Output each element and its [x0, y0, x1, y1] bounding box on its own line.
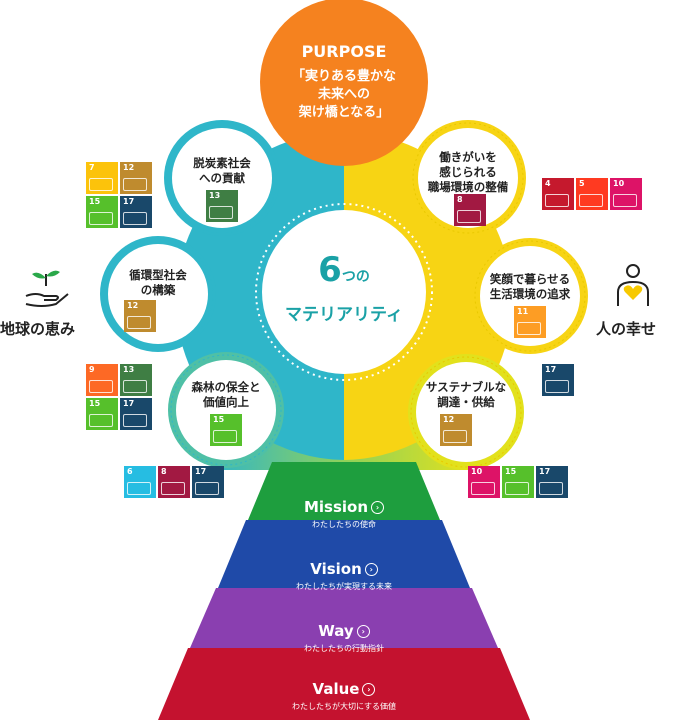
center-heading: 6つの	[264, 250, 424, 290]
hand-sprout-icon	[25, 270, 69, 307]
dotted-arc	[412, 122, 524, 234]
sdg-goal-17-icon: 17	[192, 466, 224, 498]
sdg-goal-icon: 12	[124, 300, 156, 332]
left-theme-label: 地球の恵み	[0, 320, 76, 338]
sdg-goal-6-icon: 6	[124, 466, 156, 498]
sdg-icon-group: 17	[542, 364, 574, 396]
person-heart-icon	[617, 264, 649, 306]
right-theme-label: 人の幸せ	[596, 320, 657, 338]
arrow-right-icon: ›	[371, 501, 385, 514]
sdg-goal-15-icon: 15	[86, 196, 118, 228]
materiality-line: 職場環境の整備	[427, 180, 509, 194]
lower-blend	[210, 400, 478, 470]
materiality-line: 生活環境の追求	[489, 287, 571, 301]
center-disc	[262, 210, 426, 374]
purpose-line: 未来への	[317, 87, 370, 102]
materiality-line: 森林の保全と	[191, 380, 261, 394]
pyramid-way	[190, 588, 498, 648]
sdg-goal-17-icon: 17	[542, 364, 574, 396]
value-subtitle: わたしたちが大切にする価値	[291, 702, 397, 711]
arrow-right-icon: ›	[364, 563, 378, 576]
vision-title[interactable]: Vision›	[0, 560, 688, 578]
value-title-text: Value	[312, 680, 360, 698]
center-suffix: つの	[341, 269, 370, 285]
sdg-goal-17-icon: 17	[536, 466, 568, 498]
materiality-line: サステナブルな	[425, 380, 507, 394]
sdg-goal-icon: 13	[206, 190, 238, 222]
mission-subtitle: わたしたちの使命	[312, 520, 376, 529]
arrow-right-icon: ›	[356, 625, 370, 638]
materiality-label: 森林の保全と 価値向上	[176, 380, 276, 410]
materiality-label: 脱炭素社会 への貢献	[172, 156, 272, 186]
pyramid-vision	[218, 520, 470, 588]
vision-title-text: Vision	[310, 560, 362, 578]
center-word: マテリアリティ	[285, 305, 403, 325]
sdg-goal-8-icon: 8	[158, 466, 190, 498]
dotted-arc	[166, 122, 278, 234]
material-circle-4	[418, 128, 518, 228]
sdg-goal-13-icon: 13	[120, 364, 152, 396]
sdg-goal-15-icon: 15	[86, 398, 118, 430]
materiality-line: 感じられる	[439, 165, 497, 179]
material-circle-6	[416, 362, 516, 462]
way-title[interactable]: Way›	[0, 622, 688, 640]
materiality-label: 循環型社会 の構築	[108, 268, 208, 298]
materiality-line: への貢献	[199, 171, 245, 185]
materiality-line: 脱炭素社会	[193, 156, 251, 170]
materiality-label: サステナブルな 調達・供給	[416, 380, 516, 410]
materiality-line: の構築	[140, 283, 176, 297]
sdg-goal-12-icon: 12	[120, 162, 152, 194]
materiality-line: 循環型社会	[129, 268, 187, 282]
dotted-arc	[410, 356, 522, 468]
way-subtitle: わたしたちの行動指針	[304, 644, 384, 653]
dotted-arc	[170, 354, 282, 466]
dotted-arc	[474, 240, 586, 352]
pyramid-value	[158, 648, 530, 720]
sdg-goal-9-icon: 9	[86, 364, 118, 396]
purpose-line: 「実りある豊かな	[291, 69, 396, 84]
materiality-line: 価値向上	[203, 395, 249, 409]
sdg-goal-icon: 12	[440, 414, 472, 446]
materiality-line: 笑顔で暮らせる	[489, 272, 571, 286]
materiality-label: 笑顔で暮らせる 生活環境の追求	[480, 272, 580, 302]
center-dotted-ring	[255, 203, 433, 381]
purpose-circle	[260, 0, 428, 166]
vision-subtitle: わたしたちが実現する未来	[296, 582, 392, 591]
sdg-goal-4-icon: 4	[542, 178, 574, 210]
sdg-goal-7-icon: 7	[86, 162, 118, 194]
sdg-goal-icon: 11	[514, 306, 546, 338]
sdg-goal-icon: 15	[210, 414, 242, 446]
material-circle-5	[480, 246, 580, 346]
sdg-goal-icon: 8	[454, 194, 486, 226]
purpose-title: PURPOSE	[301, 42, 387, 61]
mission-title[interactable]: Mission›	[0, 498, 688, 516]
purpose-line: 架け橋となる」	[298, 105, 390, 120]
materiality-line: 働きがいを	[439, 150, 497, 164]
materiality-label: 働きがいを 感じられる 職場環境の整備	[418, 150, 518, 195]
sdg-goal-17-icon: 17	[120, 398, 152, 430]
sdg-goal-17-icon: 17	[120, 196, 152, 228]
pyramid-mission	[248, 462, 440, 520]
dotted-arc	[102, 238, 214, 350]
sdg-goal-10-icon: 10	[610, 178, 642, 210]
sdg-goal-5-icon: 5	[576, 178, 608, 210]
sdg-goal-10-icon: 10	[468, 466, 500, 498]
value-title[interactable]: Value›	[0, 680, 688, 698]
way-title-text: Way	[318, 622, 354, 640]
mission-title-text: Mission	[303, 498, 369, 516]
arrow-right-icon: ›	[362, 683, 376, 696]
material-circle-3	[176, 360, 276, 460]
purpose-statement: 「実りある豊かな 未来への 架け橋となる」	[0, 68, 688, 122]
material-circle-1	[172, 128, 272, 228]
materiality-line: 調達・供給	[437, 395, 495, 409]
center-number: 6	[318, 250, 342, 290]
sdg-goal-15-icon: 15	[502, 466, 534, 498]
